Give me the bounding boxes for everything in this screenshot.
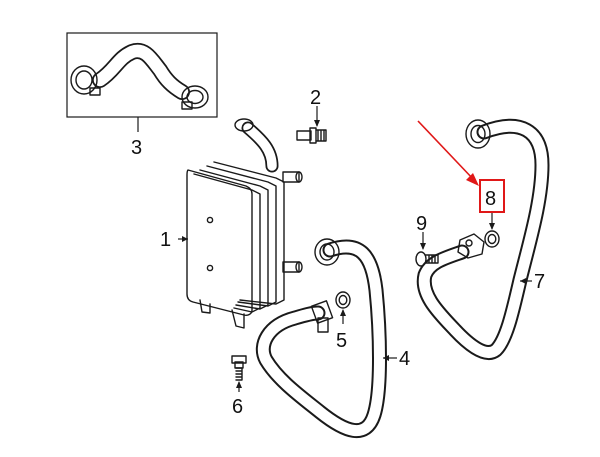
callout-4: 4 (399, 348, 410, 370)
part-8-o-ring-icon (484, 230, 500, 248)
clamp-right-icon (181, 85, 209, 110)
callout-8-highlight-box (479, 179, 505, 213)
part-1-oil-cooler (186, 118, 303, 329)
highlight-arrow-icon (417, 120, 479, 186)
part-6-bolt-icon (231, 355, 247, 381)
callout-1: 1 (160, 229, 171, 251)
callout-2: 2 (310, 87, 321, 109)
callout-3: 3 (131, 137, 142, 159)
callout-8: 8 (485, 188, 496, 210)
callout-9: 9 (416, 213, 427, 235)
clamp-left-icon (70, 65, 101, 96)
part-3-inset (66, 32, 218, 118)
part-4-hose (255, 238, 387, 439)
callout-7: 7 (534, 271, 545, 293)
part-7-hose (416, 118, 550, 360)
callout-6: 6 (232, 396, 243, 418)
part-2-bolt-icon (296, 127, 327, 144)
part-5-o-ring-icon (335, 291, 351, 309)
callout-5: 5 (336, 330, 347, 352)
part-9-bolt-icon (415, 251, 439, 267)
